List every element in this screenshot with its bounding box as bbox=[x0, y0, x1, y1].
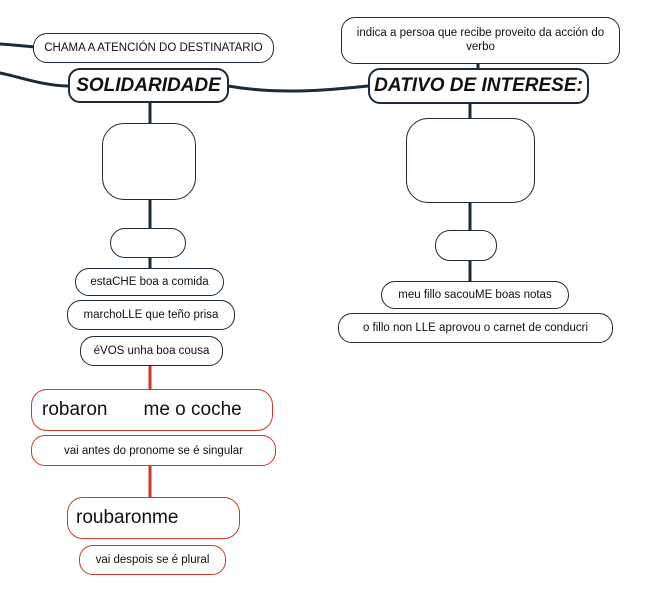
example-sacoume-text: meu fillo sacouME boas notas bbox=[398, 289, 552, 301]
example-marcholle-text: marchoLLE que teño prisa bbox=[83, 309, 219, 321]
example-estache-text: estaCHE boa a comida bbox=[90, 276, 209, 288]
attention-text: CHAMA A ATENCIÓN DO DESTINATARIO bbox=[44, 42, 263, 54]
empty-node-c bbox=[406, 118, 535, 203]
example-lle-aprovou: o fillo non LLE aprovou o carnet de cond… bbox=[338, 313, 613, 343]
connector-to-solidaridade bbox=[0, 71, 70, 88]
singular-note-text: vai antes do pronome se é singular bbox=[64, 444, 243, 457]
solidaridade-title: SOLIDARIDADE bbox=[76, 74, 221, 96]
solidaridade-node: SOLIDARIDADE bbox=[68, 68, 229, 103]
example-marcholle: marchoLLE que teño prisa bbox=[67, 300, 235, 330]
dativo-description-text: indica a persoa que recibe proveito da a… bbox=[356, 26, 605, 53]
example-estache: estaCHE boa a comida bbox=[75, 268, 224, 296]
dativo-interese-node: DATIVO DE INTERESE: bbox=[368, 68, 589, 104]
me-o-coche-text: me o coche bbox=[143, 399, 242, 420]
dativo-description-node: indica a persoa que recibe proveito da a… bbox=[341, 17, 620, 64]
example-sacoume: meu fillo sacouME boas notas bbox=[381, 281, 569, 309]
singular-note-node: vai antes do pronome se é singular bbox=[31, 435, 276, 466]
empty-node-d bbox=[435, 230, 497, 261]
empty-node-a bbox=[102, 123, 196, 200]
dativo-interese-title: DATIVO DE INTERESE: bbox=[374, 75, 583, 96]
roubaronme-text: roubaronme bbox=[76, 507, 179, 528]
robaron-text: robaron bbox=[42, 399, 108, 420]
example-evos: éVOS unha boa cousa bbox=[80, 336, 223, 366]
empty-node-b bbox=[110, 228, 186, 258]
plural-note-text: vai despois se é plural bbox=[95, 554, 210, 566]
connector-solidaridade-to-dativo bbox=[226, 84, 370, 93]
attention-node: CHAMA A ATENCIÓN DO DESTINATARIO bbox=[33, 33, 274, 63]
robaron-node: robaron me o coche bbox=[31, 389, 273, 431]
plural-note-node: vai despois se é plural bbox=[79, 545, 226, 575]
connector-to-attention bbox=[0, 42, 36, 49]
example-lle-aprovou-text: o fillo non LLE aprovou o carnet de cond… bbox=[362, 322, 589, 334]
roubaronme-node: roubaronme bbox=[67, 497, 240, 539]
example-evos-text: éVOS unha boa cousa bbox=[93, 345, 210, 357]
